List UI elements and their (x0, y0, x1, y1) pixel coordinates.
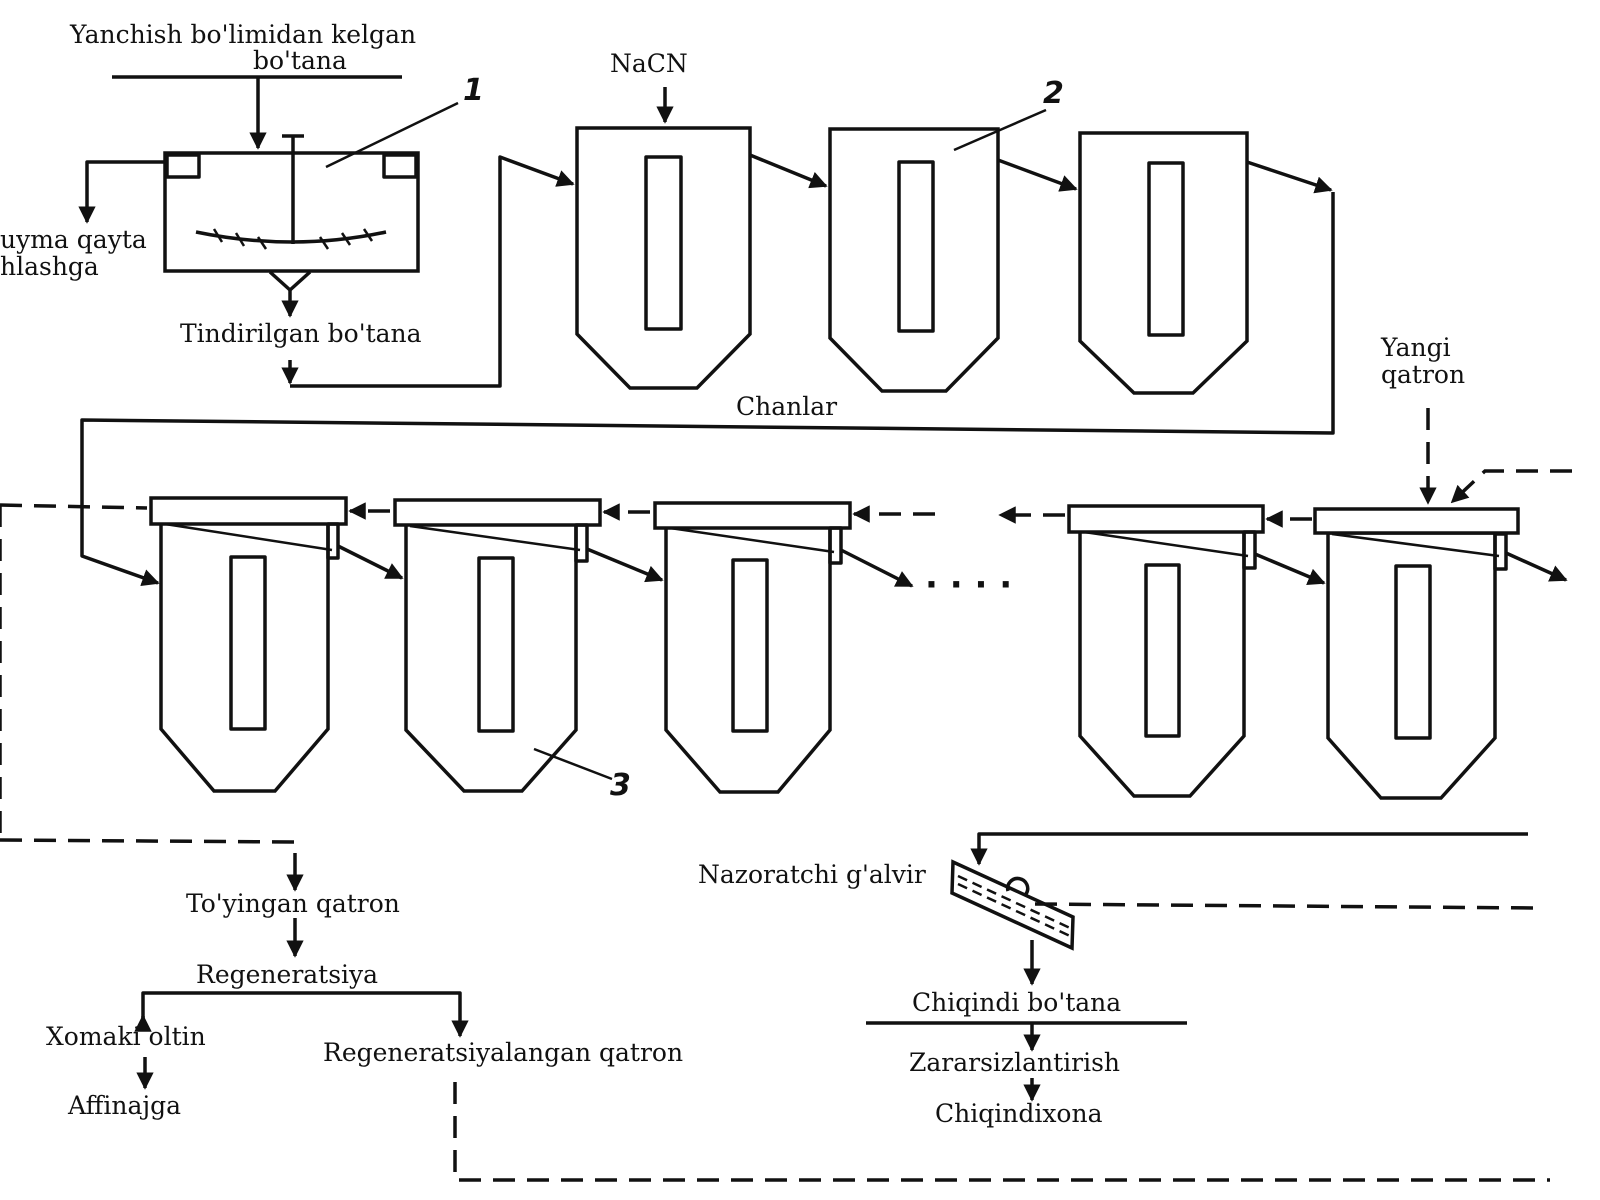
callout-2: 2 (1043, 76, 1064, 111)
regenerated-resin-label: Regeneratsiyalangan qatron (323, 1038, 683, 1067)
refining-label: Affinajga (67, 1091, 181, 1120)
overflow-label-2: hlashga (0, 252, 99, 281)
sorption-tank-2 (393, 498, 602, 793)
regeneration-label: Regeneratsiya (196, 960, 378, 989)
sorption-tank-1 (149, 496, 348, 793)
crude-gold-label: Xomaki oltin (46, 1022, 206, 1051)
tanks-label: Chanlar (736, 392, 837, 421)
sorption-tank-3 (653, 501, 852, 794)
sorption-tank-5 (1313, 507, 1520, 800)
nacn-label: NaCN (610, 49, 688, 78)
feed-label-2: bo'tana (253, 46, 347, 75)
tailings-dump-label: Chiqindixona (935, 1099, 1103, 1128)
feed-label-1: Yanchish bo'limidan kelgan (69, 20, 416, 49)
control-screen-label: Nazoratchi g'alvir (698, 860, 926, 889)
overflow-label-1: uyma qayta (0, 225, 147, 254)
tailings-label: Chiqindi bo'tana (912, 988, 1121, 1017)
callout-1: 1 (463, 73, 484, 108)
thickener (78, 75, 459, 318)
fresh-resin-label-1: Yangi (1380, 333, 1451, 362)
loaded-resin-label: To'yingan qatron (186, 889, 400, 918)
neutralization-label: Zararsizlantirish (909, 1048, 1120, 1077)
more-tanks-ellipsis: · · · · (925, 565, 1012, 605)
control-screen (950, 859, 1075, 951)
leach-tank-2 (828, 127, 1000, 393)
sorption-tank-4 (1067, 504, 1265, 798)
leach-tank-3 (1078, 131, 1249, 395)
callout-3: 3 (610, 768, 631, 803)
fresh-resin-label-2: qatron (1381, 360, 1465, 389)
thickened-pulp-label: Tindirilgan bo'tana (180, 319, 422, 348)
leach-tank-1 (575, 126, 752, 390)
